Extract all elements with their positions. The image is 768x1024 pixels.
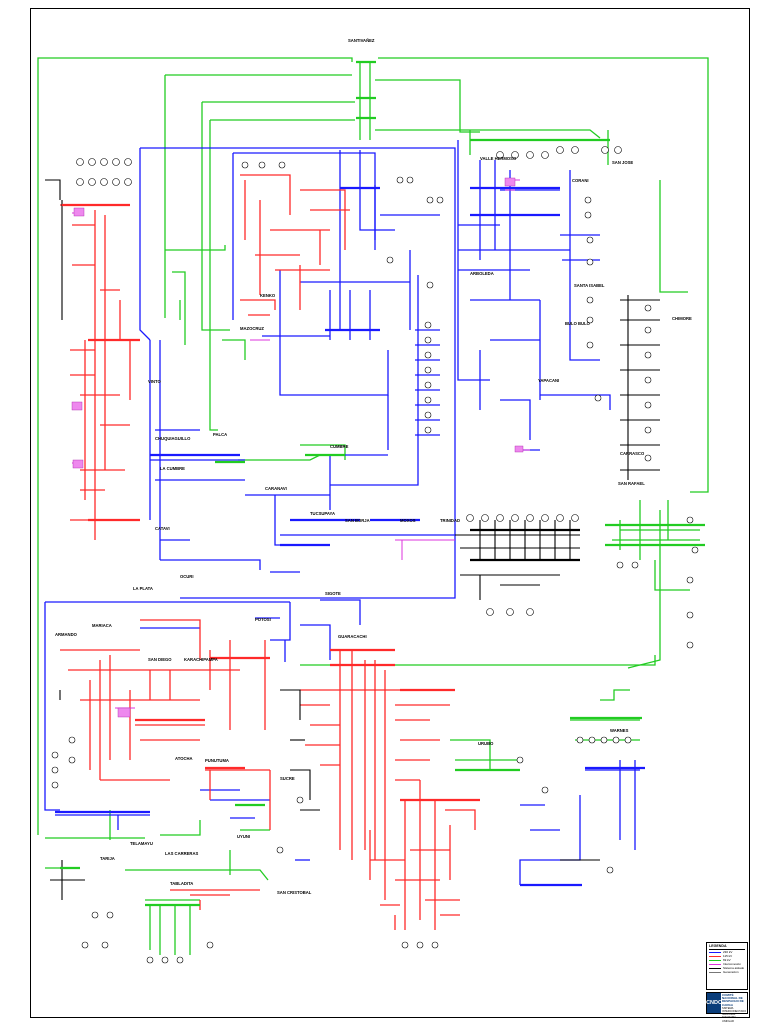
- title-block-text: COMITÉ NACIONAL DE DESPACHO DE CARGA SIS…: [721, 993, 747, 1022]
- title-block: CNDC COMITÉ NACIONAL DE DESPACHO DE CARG…: [706, 992, 748, 1023]
- substation-label: ARBOLEDA: [470, 271, 494, 276]
- substation-label: POTOSI: [255, 617, 271, 622]
- generator-south: [51, 736, 632, 964]
- substation-label: CHIMORE: [672, 316, 692, 321]
- tie-markers: [71, 177, 524, 718]
- substation-label: LA PLATA: [133, 586, 153, 591]
- black-network: [45, 179, 660, 900]
- substation-label: ARMANDO: [55, 632, 78, 637]
- generator-row-north-west: [76, 158, 132, 186]
- red-network: [60, 174, 480, 930]
- substation-label: CARANAVI: [265, 486, 287, 491]
- substation-label: CORANI: [572, 178, 589, 183]
- substation-label: LA CUMBRE: [160, 466, 185, 471]
- substation-label: BULO BULO: [565, 321, 591, 326]
- substation-label: SAN BORJA: [345, 518, 370, 523]
- legend-swatch: [709, 959, 721, 961]
- legend-label: 115 kV: [723, 954, 733, 958]
- legend-swatch: [709, 967, 721, 969]
- substation-label: TUCSUPAYA: [310, 511, 335, 516]
- substation-label: SUCRE: [280, 776, 295, 781]
- substation-label: UYUNI: [237, 834, 250, 839]
- substation-label: CHUQUIAGUILLO: [155, 436, 191, 441]
- substation-labels: SANTIVAÑEZ VALLE HERMOSO SAN JOSE CORANI SAN…: [55, 38, 692, 895]
- substation-label: SANTIVAÑEZ: [348, 38, 375, 43]
- substation-label: LAS CARRERAS: [165, 851, 198, 856]
- substation-label: SIGOTE: [325, 591, 341, 596]
- legend-title: LEGENDA: [709, 944, 745, 950]
- substation-label: TELAMAYU: [130, 841, 153, 846]
- legend-label: 69 kV: [723, 958, 731, 962]
- legend-label: Sistema aislado: [723, 966, 745, 970]
- substation-label: OCURI: [180, 574, 194, 579]
- substation-label: TRINIDAD: [440, 518, 460, 523]
- substation-label: SAN JOSE: [612, 160, 633, 165]
- substation-label: TARIJA: [100, 856, 115, 861]
- busbars: [55, 60, 705, 907]
- substation-label: SAN CRISTOBAL: [277, 890, 312, 895]
- substation-label: TABLADITA: [170, 881, 193, 886]
- legend-swatch: [709, 951, 721, 953]
- org-name: COMITÉ NACIONAL DE DESPACHO DE CARGA: [722, 993, 744, 1007]
- substation-label: PUNUTUMA: [205, 758, 229, 763]
- substation-label: MOXOS: [400, 518, 416, 523]
- substation-label: CUMBRE: [330, 444, 349, 449]
- substation-label: KENKO: [260, 293, 276, 298]
- substation-label: YAPACANI: [538, 378, 559, 383]
- generators: [51, 146, 699, 964]
- legend-label: 230 kV: [723, 950, 733, 954]
- substation-label: VALLE HERMOSO: [480, 156, 517, 161]
- generator-row-valle-hermoso: [496, 146, 622, 159]
- generator-column-chimore: [644, 304, 652, 462]
- legend-row: 69 kV: [709, 958, 745, 962]
- cndc-logo: CNDC: [706, 993, 722, 1013]
- substation-label: ATOCHA: [175, 756, 193, 761]
- tie-lines: [72, 179, 530, 709]
- title-line-2: DIAGRAMA UNIFILAR: [722, 1016, 736, 1023]
- substation-label: SANTA ISABEL: [574, 283, 605, 288]
- legend-row: Interconexión: [709, 962, 745, 966]
- legend-row: Sistema aislado: [709, 966, 745, 970]
- legend-label: Generación: [723, 970, 739, 974]
- substation-label: VINTO: [148, 379, 161, 384]
- generator-row-trinidad: [466, 514, 579, 616]
- substation-label: SAN RAFAEL: [618, 481, 645, 486]
- legend-row: 230 kV: [709, 950, 745, 954]
- legend-label: Interconexión: [723, 962, 742, 966]
- legend-row: 115 kV: [709, 954, 745, 958]
- substation-label: MAZOCRUZ: [240, 326, 264, 331]
- substation-label: SAN DIEGO: [148, 657, 172, 662]
- legend-row: Generación: [709, 970, 745, 974]
- substation-label: GUARACACHI: [338, 634, 367, 639]
- substation-label: URUBO: [478, 741, 494, 746]
- substation-label: CATAVI: [155, 526, 170, 531]
- green-network: [37, 57, 709, 955]
- legend-swatch: [709, 963, 721, 965]
- generator-column-east: [584, 196, 699, 649]
- blue-network: [44, 140, 640, 886]
- substation-label: MARIACA: [92, 623, 112, 628]
- substation-label: CARRASCO: [620, 451, 645, 456]
- substation-label: WARNES: [610, 728, 629, 733]
- title-line-1: SISTEMA INTERCONECTADO NACIONAL: [722, 1006, 747, 1017]
- legend-swatch: [709, 971, 721, 973]
- substation-label: PALCA: [213, 432, 227, 437]
- generator-column-la-paz: [241, 161, 444, 434]
- legend-swatch: [709, 955, 721, 957]
- substation-label: KARACHIPAMPA: [184, 657, 218, 662]
